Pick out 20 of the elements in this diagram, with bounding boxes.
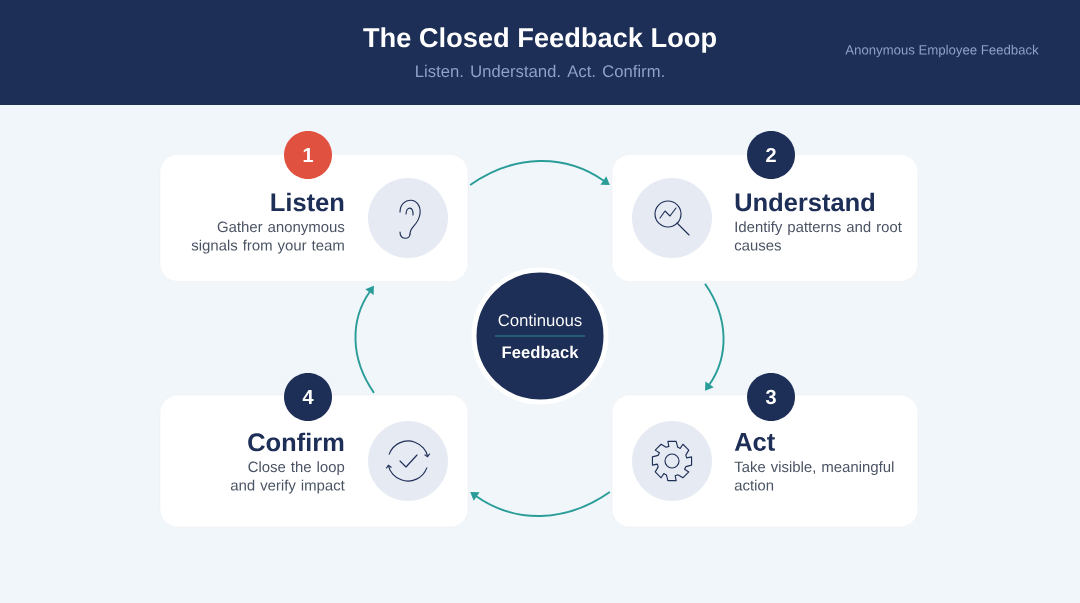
card-title: Act: [734, 433, 775, 451]
arrow: [704, 282, 725, 391]
card-description: Close the loop and verify impact: [230, 461, 345, 494]
arrow: [470, 491, 611, 517]
card-description: Gather anonymous signals from your team: [191, 221, 345, 254]
card-description: Identify patterns and root causes: [734, 221, 902, 251]
number-badge: 3: [747, 373, 795, 421]
card-title: Listen: [271, 192, 344, 212]
card-description: Take visible, meaningful action: [734, 461, 894, 491]
number-badge: 1: [284, 131, 332, 179]
card-title: Confirm: [248, 432, 344, 452]
center-text: Continuous: [498, 313, 582, 327]
subtitle: Listen. Understand. Act. Confirm.: [416, 64, 664, 78]
card-title: Understand: [735, 192, 875, 212]
number-badge: 2: [747, 131, 795, 179]
arrow: [469, 160, 610, 186]
tagline: Anonymous Employee Feedback: [845, 44, 1039, 58]
number-badge: 4: [284, 373, 332, 421]
center-text: Feedback: [502, 345, 579, 359]
title: The Closed Feedback Loop: [363, 27, 716, 53]
